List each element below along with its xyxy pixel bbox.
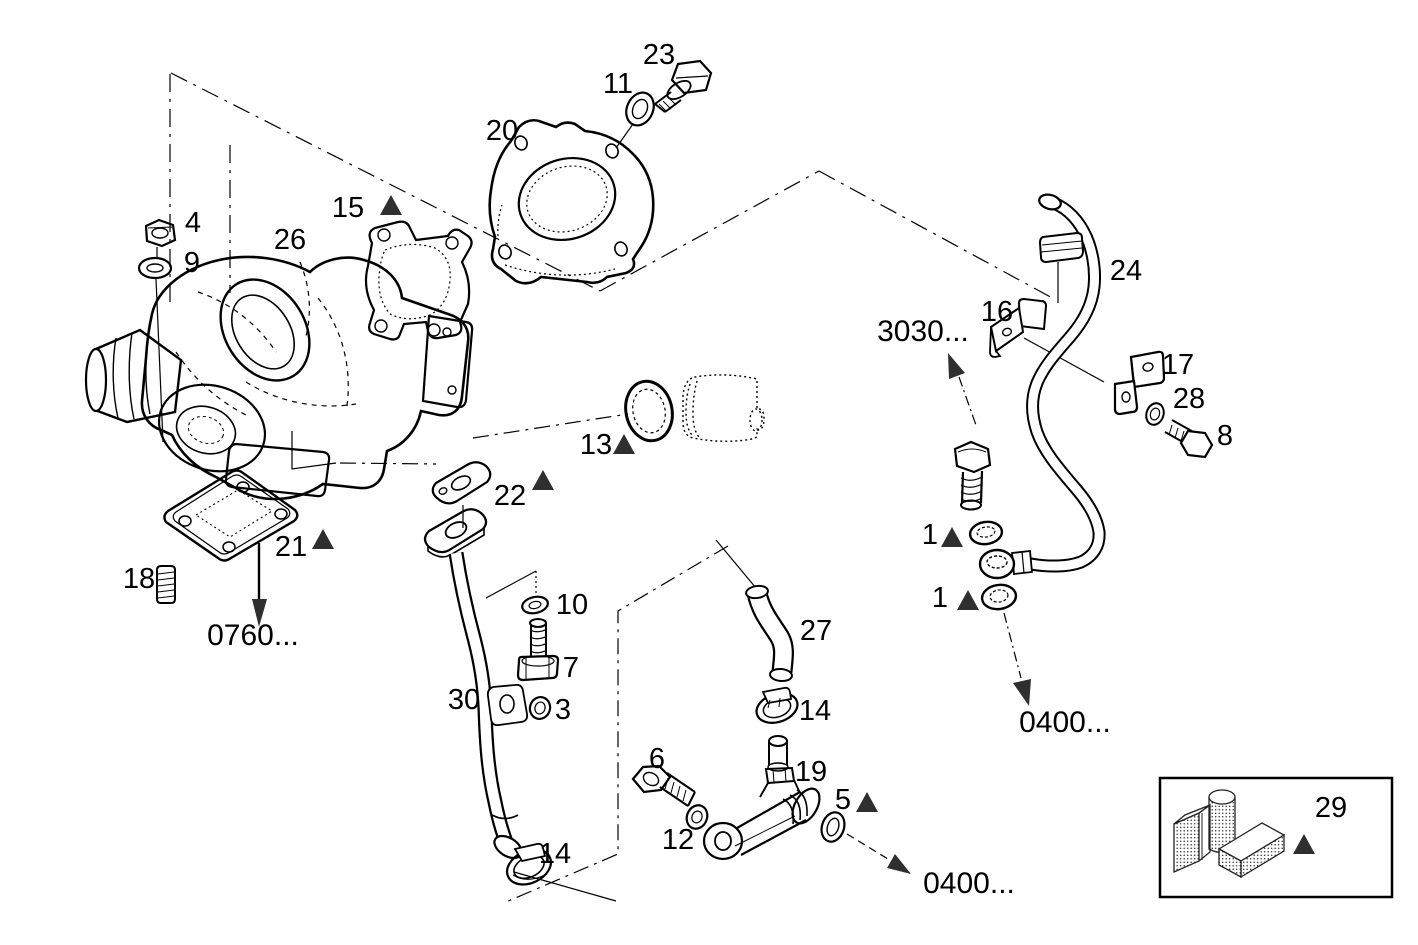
legend-box xyxy=(1158,776,1394,899)
callout-16: 16 xyxy=(981,296,1013,328)
callout-21: 21 xyxy=(275,531,307,563)
callout-1-upper: 1 xyxy=(922,519,938,551)
fitting-19 xyxy=(702,735,821,861)
warning-22-triangle-icon xyxy=(532,470,554,490)
outlet-flange xyxy=(421,314,474,409)
washer-11 xyxy=(625,91,655,127)
reference-arrows xyxy=(252,353,1031,874)
flange-20 xyxy=(488,118,655,285)
callout-11: 11 xyxy=(603,68,633,100)
oil-drain-pipe-30 xyxy=(448,551,529,860)
o-ring-13 xyxy=(624,379,674,443)
callout-7: 7 xyxy=(563,652,579,684)
compressor-inlet-eye xyxy=(219,278,311,382)
banjo-eye xyxy=(978,548,1016,580)
nut-4 xyxy=(144,218,177,248)
construction-lines xyxy=(155,72,1105,903)
arrow-3030-head xyxy=(948,353,965,379)
callout-17: 17 xyxy=(1162,349,1194,381)
callout-12: 12 xyxy=(662,824,694,856)
callout-3: 3 xyxy=(555,694,571,726)
arrow-3030-tail xyxy=(958,376,978,429)
warning-marker-layer xyxy=(312,195,1315,854)
callout-22: 22 xyxy=(494,480,526,512)
callout-20: 20 xyxy=(486,115,518,147)
callout-14-hose: 14 xyxy=(799,695,831,727)
warning-15-triangle-icon xyxy=(380,195,402,215)
stud-18 xyxy=(156,565,176,604)
callout-layer: 1134567891011121314141516171819202122232… xyxy=(123,39,1347,870)
warning-13-triangle-icon xyxy=(613,434,635,454)
washer-10 xyxy=(521,595,549,615)
turbocharger-body xyxy=(84,255,474,501)
bolt-7 xyxy=(516,618,560,682)
washer-28 xyxy=(1145,402,1165,426)
pipe-union-nut xyxy=(1038,231,1085,264)
reference-0400-right: 0400... xyxy=(1019,706,1111,739)
banjo-bolt xyxy=(953,440,992,511)
callout-10: 10 xyxy=(556,589,588,621)
reference-0400-bottom: 0400... xyxy=(923,867,1015,900)
callout-27: 27 xyxy=(800,615,832,647)
callout-29: 29 xyxy=(1315,792,1347,824)
washer-3 xyxy=(528,695,552,721)
bolt-8 xyxy=(1164,419,1214,459)
warning-29-triangle-icon xyxy=(1293,834,1315,854)
washer-5 xyxy=(820,811,846,843)
warning-21-triangle-icon xyxy=(312,529,334,549)
arrow-0760-head xyxy=(252,599,267,627)
arrow-0400-right-tail xyxy=(1003,612,1022,679)
bottom-flange xyxy=(224,442,331,498)
callout-1-lower: 1 xyxy=(932,582,948,614)
hose-clamp-14-pipe xyxy=(505,842,553,886)
callout-15: 15 xyxy=(332,192,364,224)
callout-13: 13 xyxy=(580,429,612,461)
callout-6: 6 xyxy=(649,743,665,775)
reference-3030: 3030... xyxy=(877,315,969,348)
washer-1-upper xyxy=(968,520,1004,546)
legend-gasket-kit-art xyxy=(1173,789,1286,879)
callout-23: 23 xyxy=(643,39,675,71)
callout-18: 18 xyxy=(123,563,155,595)
arrow-0400-bottom-tail xyxy=(846,833,889,860)
hose-clamp-14-hose xyxy=(755,686,799,724)
pipe-bracket xyxy=(486,683,529,727)
turbine-mouth xyxy=(157,383,267,473)
hose-27 xyxy=(745,584,794,683)
callout-9: 9 xyxy=(184,247,200,279)
warning-5-triangle-icon xyxy=(856,792,878,812)
callout-30: 30 xyxy=(448,684,480,716)
washer-1-lower xyxy=(980,583,1018,611)
gasket-15 xyxy=(364,220,473,341)
bracket-16 xyxy=(989,297,1048,358)
callout-5: 5 xyxy=(835,784,851,816)
bracket-17 xyxy=(1113,350,1166,416)
bolt-23 xyxy=(654,59,713,113)
callout-14-pipe: 14 xyxy=(539,838,571,870)
warning-1-upper-triangle-icon xyxy=(941,527,963,547)
callout-19: 19 xyxy=(795,756,827,788)
washer-12 xyxy=(685,804,709,830)
oil-feed-pipe-24 xyxy=(978,193,1106,580)
callout-4: 4 xyxy=(185,207,201,239)
cover-plate-21 xyxy=(163,469,299,562)
reference-layer: 3030... 0760... 0400... 0400... xyxy=(207,315,1111,900)
reference-0760: 0760... xyxy=(207,619,299,652)
sleeve-phantom xyxy=(682,374,765,442)
arrow-0400-right-head xyxy=(1013,679,1031,706)
washer-9 xyxy=(137,256,173,280)
arrow-0400-bottom-head xyxy=(887,854,911,874)
callout-28: 28 xyxy=(1173,383,1205,415)
warning-1-lower-triangle-icon xyxy=(957,590,979,610)
callout-26: 26 xyxy=(274,224,306,256)
bolt-6 xyxy=(631,764,696,807)
callout-8: 8 xyxy=(1217,420,1233,452)
callout-24: 24 xyxy=(1110,255,1142,287)
